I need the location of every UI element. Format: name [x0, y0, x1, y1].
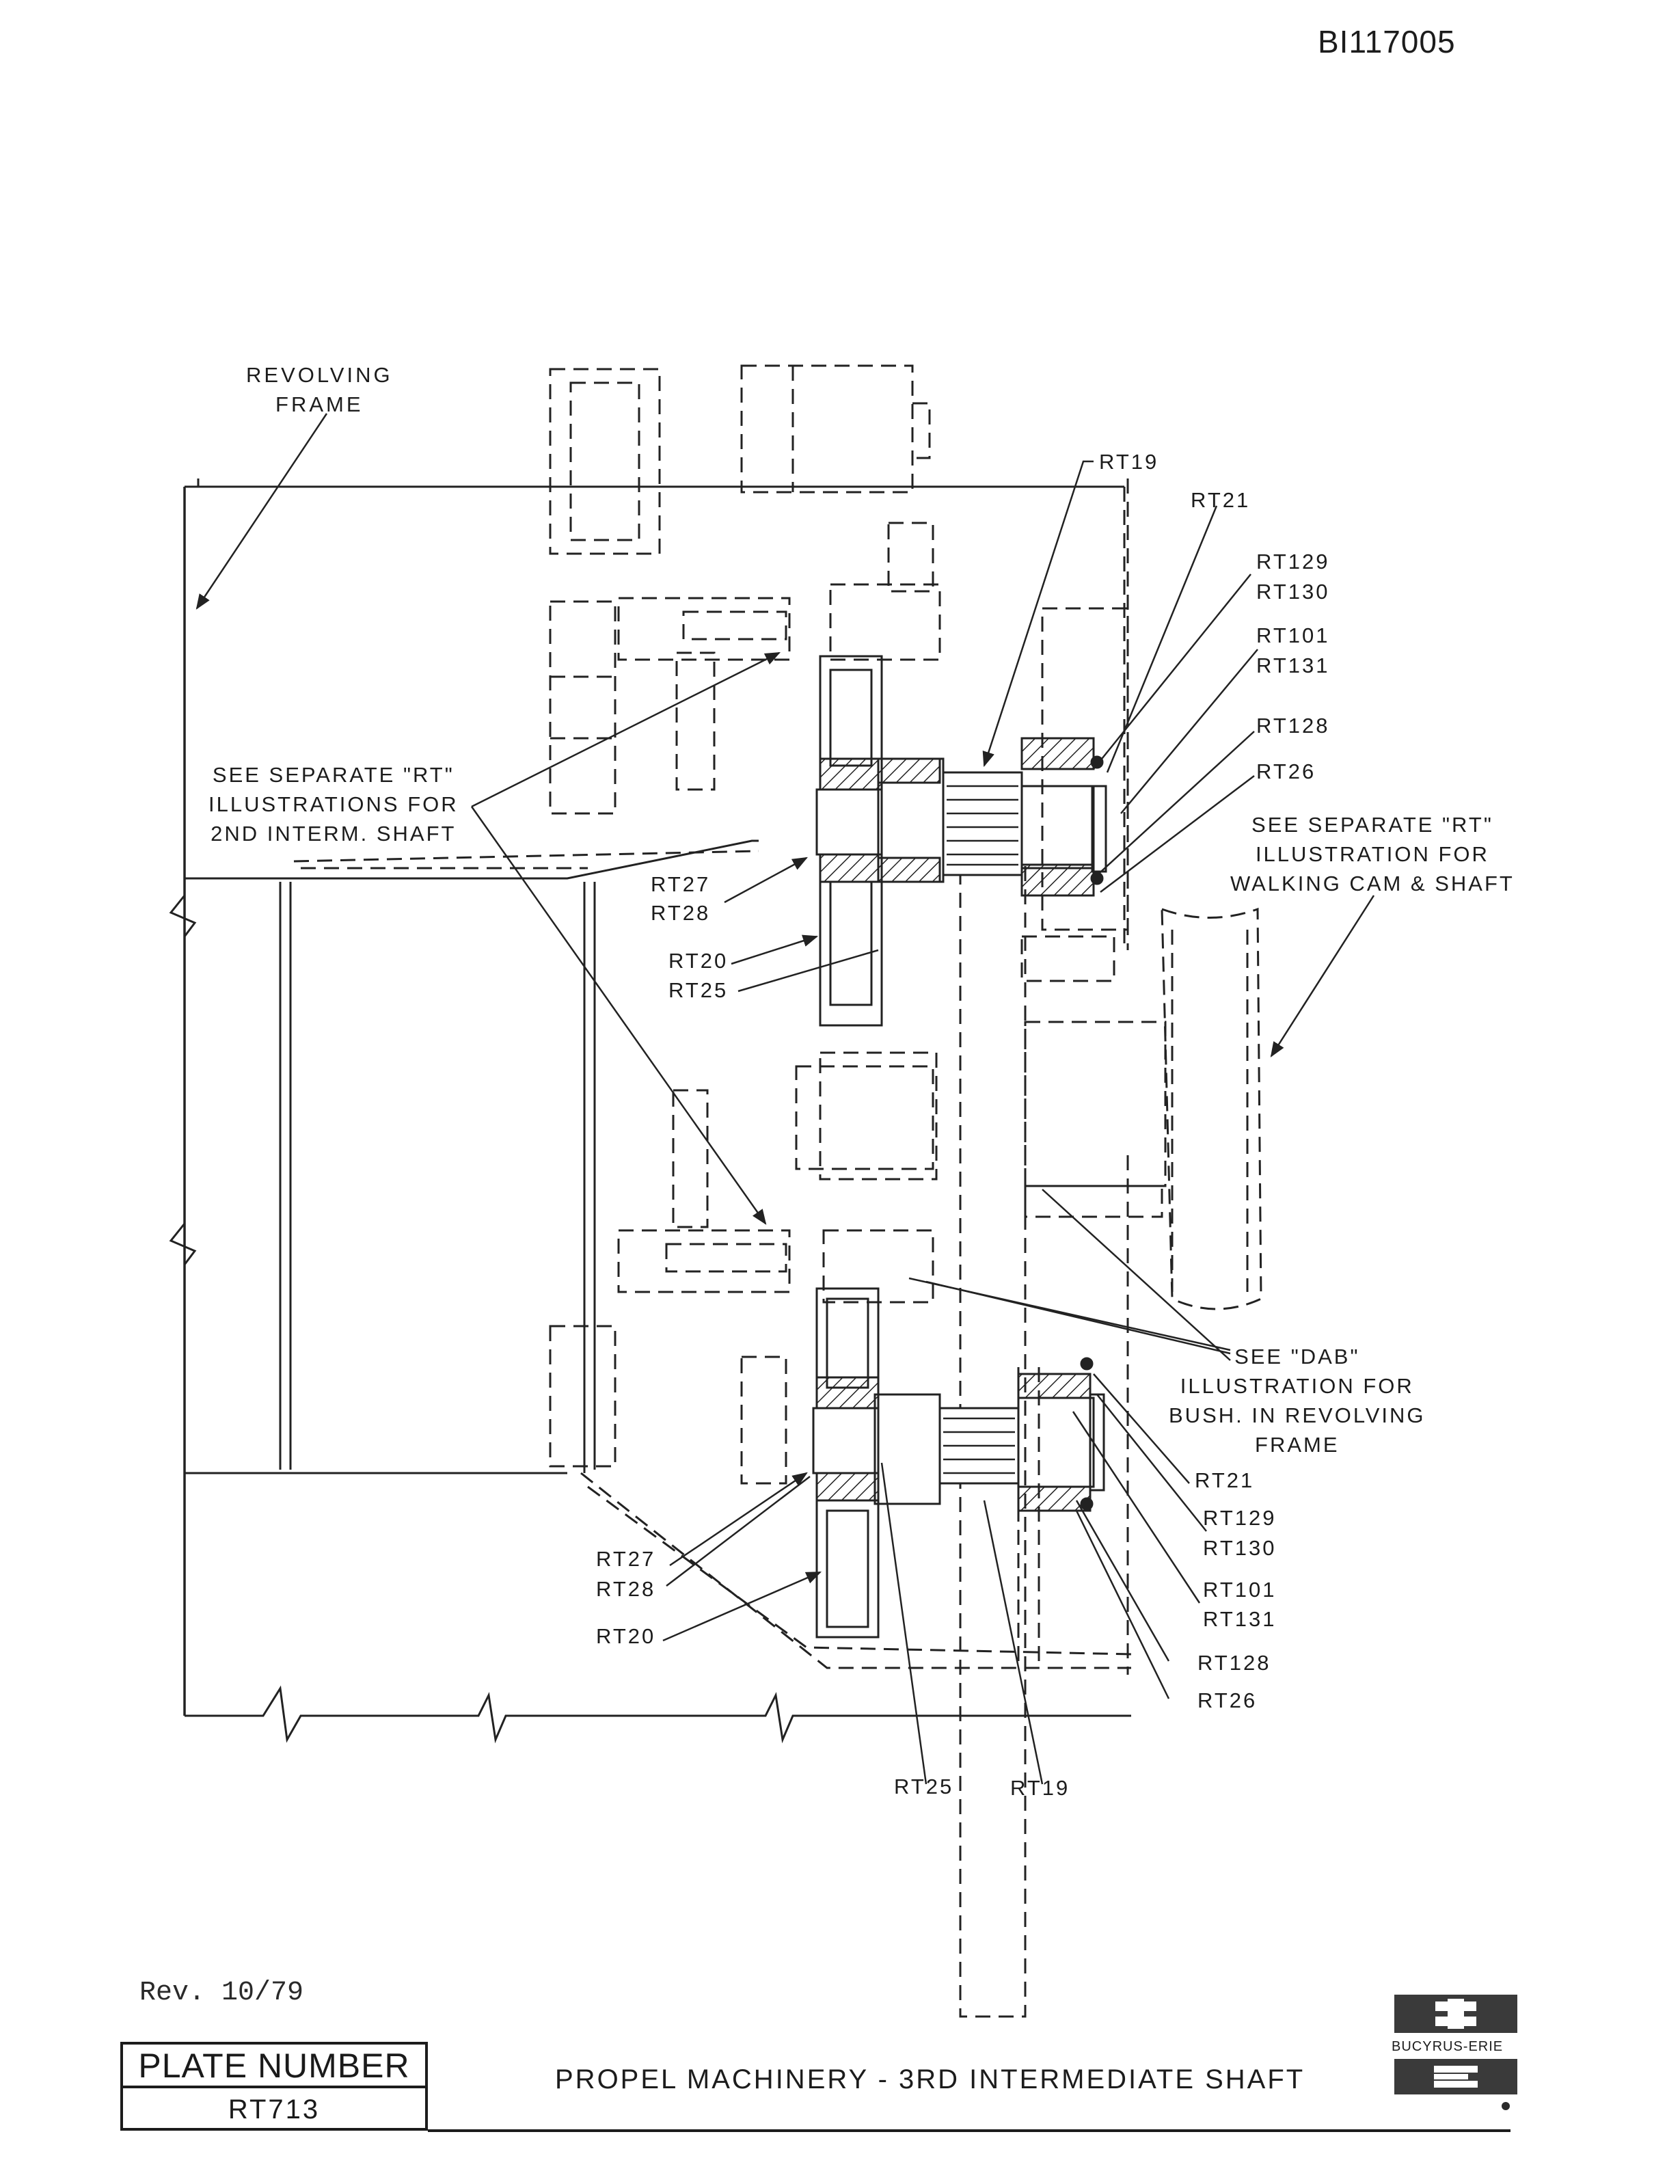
- callout-rt25-upper: RT25: [668, 978, 729, 1002]
- callout-rt129-lower: RT129: [1203, 1506, 1277, 1530]
- callout-rt27-lower: RT27: [596, 1547, 656, 1571]
- callout-rt26-lower: RT26: [1197, 1688, 1258, 1712]
- leader-lines: [195, 413, 1375, 1785]
- note-see-rt-2nd-interm-shaft: SEE SEPARATE "RT" ILLUSTRATIONS FOR 2ND …: [208, 763, 459, 846]
- callout-rt129-upper: RT129: [1256, 550, 1330, 574]
- revision-note: Rev. 10/79: [139, 1978, 304, 2008]
- callout-rt131-upper: RT131: [1256, 653, 1330, 677]
- callout-rt128-upper: RT128: [1256, 714, 1330, 738]
- callout-rt25-lower: RT25: [894, 1775, 954, 1798]
- callout-rt128-lower: RT128: [1197, 1651, 1271, 1675]
- callout-rt131-lower: RT131: [1203, 1607, 1277, 1631]
- callout-rt130-upper: RT130: [1256, 580, 1330, 604]
- callout-rt27-upper: RT27: [651, 872, 711, 896]
- bucyrus-erie-e-logo-icon: [1394, 2059, 1517, 2094]
- callout-rt101-upper: RT101: [1256, 623, 1330, 647]
- document-id: BI117005: [1318, 24, 1456, 59]
- callout-rt19-upper: RT19: [1099, 450, 1159, 474]
- registered-mark-icon: [1502, 2102, 1510, 2110]
- callout-rt19-lower: RT19: [1010, 1776, 1070, 1800]
- revolving-frame-outline: [169, 485, 1131, 1744]
- upper-gear-assembly: [815, 655, 1107, 1027]
- bucyrus-erie-b-logo-icon: [1394, 1995, 1517, 2033]
- label-revolving-frame: REVOLVING FRAME: [246, 363, 393, 416]
- callout-rt101-lower: RT101: [1203, 1578, 1277, 1602]
- callout-rt20-upper: RT20: [668, 949, 729, 973]
- hidden-lines: [197, 364, 1262, 2018]
- callout-rt20-lower: RT20: [596, 1624, 656, 1648]
- callout-rt21-upper: RT21: [1191, 488, 1251, 512]
- plate-number-label: PLATE NUMBER: [123, 2045, 425, 2088]
- callout-rt28-upper: RT28: [651, 901, 711, 925]
- brand-name: BUCYRUS-ERIE: [1392, 2039, 1504, 2054]
- callout-rt26-upper: RT26: [1256, 759, 1316, 783]
- note-see-rt-walking-cam: SEE SEPARATE "RT" ILLUSTRATION FOR WALKI…: [1230, 813, 1515, 895]
- callout-rt21-lower: RT21: [1195, 1468, 1255, 1492]
- lower-gear-assembly: [812, 1287, 1105, 1639]
- drawing-title: PROPEL MACHINERY - 3RD INTERMEDIATE SHAF…: [555, 2064, 1305, 2094]
- callout-rt28-lower: RT28: [596, 1577, 656, 1601]
- plate-number-value: RT713: [228, 2094, 321, 2125]
- note-see-dab-bushing: SEE "DAB" ILLUSTRATION FOR BUSH. IN REVO…: [1169, 1345, 1426, 1457]
- callout-rt130-lower: RT130: [1203, 1536, 1277, 1560]
- plate-number-box: PLATE NUMBER RT713: [120, 2042, 428, 2131]
